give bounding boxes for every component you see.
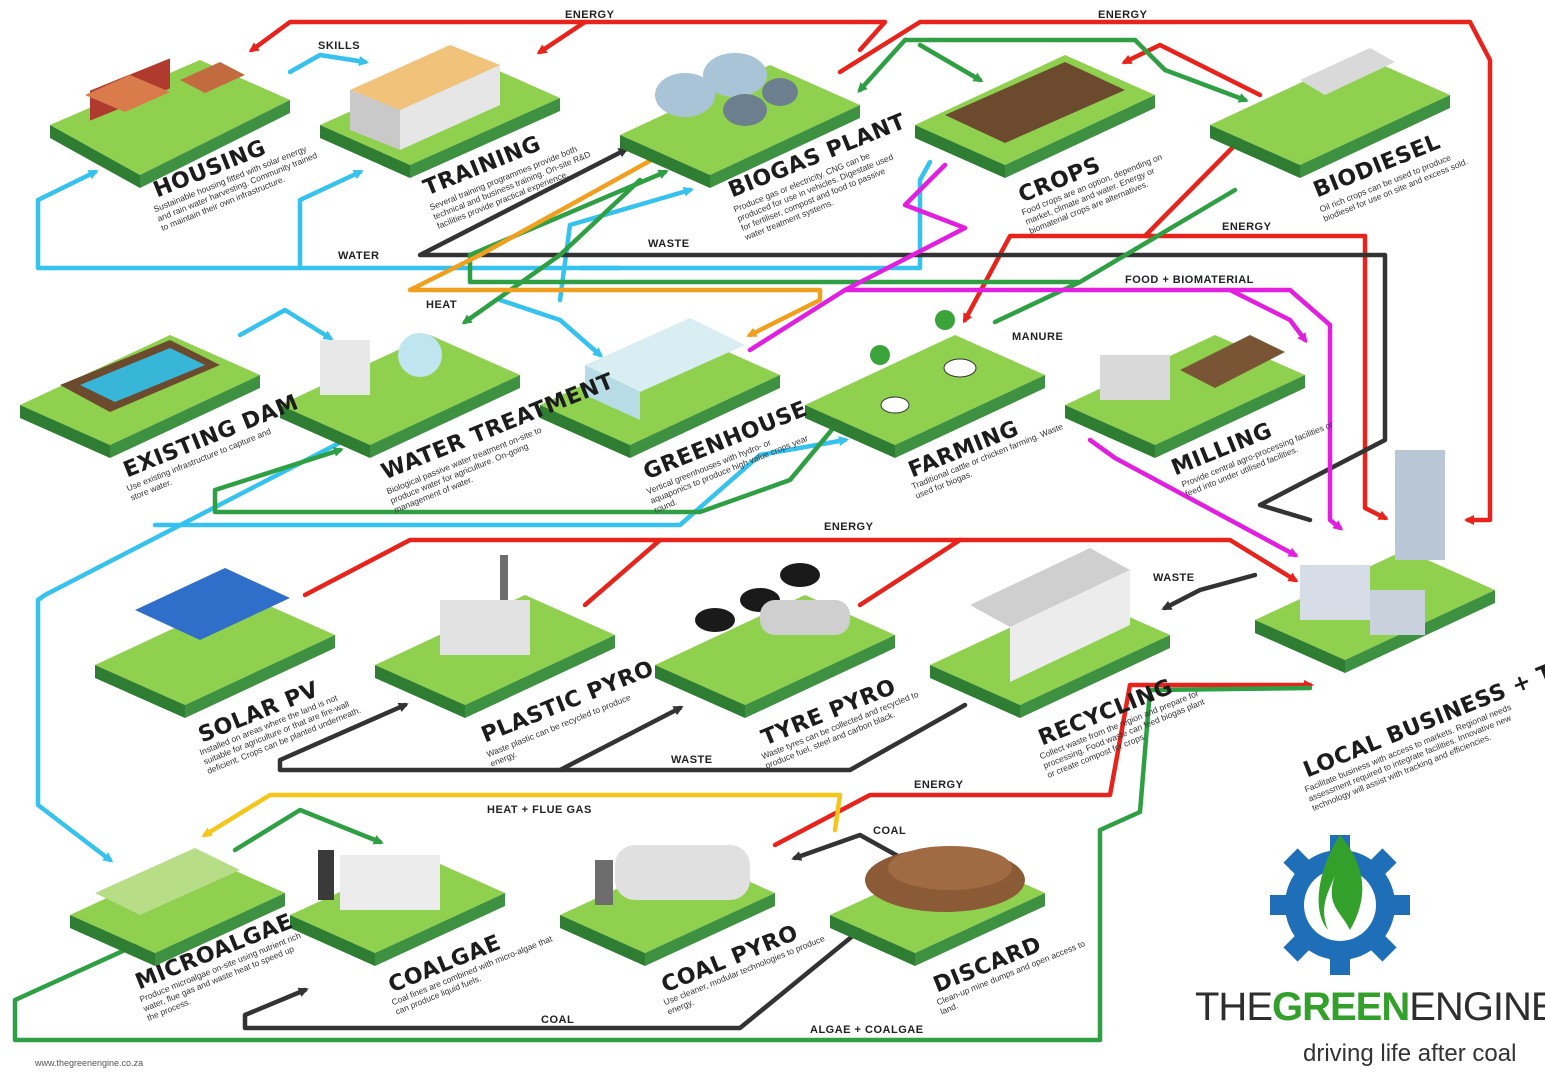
label-manure: MANURE: [1012, 331, 1064, 343]
water-flow-main: [35, 169, 623, 271]
algae-coalgae-flow: [12, 685, 1313, 1043]
green-flow-microalgae-coalgae: [232, 807, 384, 853]
brand-wordmark: THEGREENENGINE: [1195, 985, 1545, 1030]
training-platform: [320, 45, 560, 178]
green-flow-farm-water: [212, 417, 843, 515]
greenhouse-platform: [540, 318, 780, 458]
water-flow-training: [297, 169, 364, 271]
platforms: [20, 45, 1495, 966]
label-heat: HEAT: [426, 299, 458, 311]
biogas-platform: [620, 53, 860, 188]
green-flow-water-treatment: [461, 177, 643, 325]
energy-flow-farming: [962, 233, 1153, 324]
energy-flow-top-right: [837, 19, 1493, 525]
skills-flow: [287, 52, 369, 75]
microalgae-platform: [70, 848, 285, 966]
label-water: WATER: [338, 250, 380, 262]
farming-platform: [805, 310, 1045, 458]
waste-flow-recycling: [1161, 572, 1258, 611]
water-flow-farming: [152, 436, 849, 528]
waste-flow-lower: [277, 702, 968, 773]
label-algae-coalgae: ALGAE + COALGAE: [810, 1024, 924, 1036]
energy-flow-middle: [302, 537, 1299, 598]
label-heat-flue-gas: HEAT + FLUE GAS: [487, 804, 592, 816]
food-flow-crops: [747, 162, 968, 353]
water-flow-microalgae: [35, 437, 348, 863]
label-energy-middle: ENERGY: [824, 521, 874, 533]
dam-platform: [20, 335, 260, 458]
green-flow-biogas: [857, 37, 908, 93]
label-food-biomaterial: FOOD + BIOMATERIAL: [1125, 274, 1254, 286]
label-coal-discard: COAL: [873, 825, 907, 837]
brand-green: GREEN: [1272, 985, 1410, 1029]
water-flow-dam: [237, 307, 334, 341]
coalgae-platform: [290, 850, 505, 966]
brand-engine: ENGINE: [1409, 985, 1545, 1029]
food-flow-milling: [1227, 287, 1308, 344]
solar-platform: [95, 568, 335, 718]
coal-flow-bottom: [242, 927, 863, 1031]
label-coal-bottom: COAL: [541, 1014, 575, 1026]
brand-tagline: driving life after coal: [1303, 1040, 1517, 1067]
water-flow-crops: [577, 159, 933, 271]
waste-flow-mid: [417, 147, 1388, 523]
label-energy-lower: ENERGY: [914, 779, 964, 791]
food-flow-main: [842, 287, 1344, 531]
plastic-platform: [375, 555, 615, 718]
housing-platform: [50, 58, 290, 188]
label-waste-mid: WASTE: [648, 238, 690, 250]
recycling-platform: [930, 548, 1170, 718]
energy-flow-plastic: [582, 537, 663, 608]
crops-platform: [915, 55, 1155, 178]
milling-platform: [1065, 335, 1305, 458]
green-flow-manure: [467, 169, 1238, 285]
discard-platform: [830, 846, 1045, 966]
label-waste-lower: WASTE: [671, 754, 713, 766]
water-flow-biogas: [557, 186, 694, 303]
energy-flow-biodiesel-crops: [1121, 42, 1263, 98]
energy-flow-top-left: [248, 19, 888, 53]
food-flow-milling-town: [1087, 437, 1299, 558]
waste-flow-tyre: [557, 705, 684, 773]
energy-flow-tyre: [857, 537, 963, 608]
coal-flow-discard: [791, 832, 908, 863]
website-link[interactable]: www.thegreenengine.co.za: [35, 1058, 144, 1068]
biodiesel-platform: [1210, 48, 1450, 178]
gear-logo-icon: [1270, 835, 1410, 975]
green-flow-top: [902, 37, 1249, 103]
water-treatment-platform: [280, 333, 520, 458]
label-waste-recycling: WASTE: [1153, 572, 1195, 584]
energy-flow-training: [536, 19, 588, 55]
energy-flow-right: [1142, 137, 1389, 521]
tyre-platform: [655, 563, 895, 718]
heat-flue-flow: [201, 792, 843, 838]
coalpyro-platform: [560, 845, 775, 966]
town-platform: [1255, 450, 1495, 673]
label-energy-top-left: ENERGY: [565, 9, 615, 21]
label-energy-right: ENERGY: [1222, 221, 1272, 233]
label-energy-top-right: ENERGY: [1098, 9, 1148, 21]
green-flow-crops-biodiesel: [917, 42, 984, 83]
label-skills: SKILLS: [318, 40, 361, 52]
water-flow-greenhouse: [497, 297, 604, 358]
heat-flow: [407, 155, 823, 338]
brand-the: THE: [1195, 985, 1273, 1029]
